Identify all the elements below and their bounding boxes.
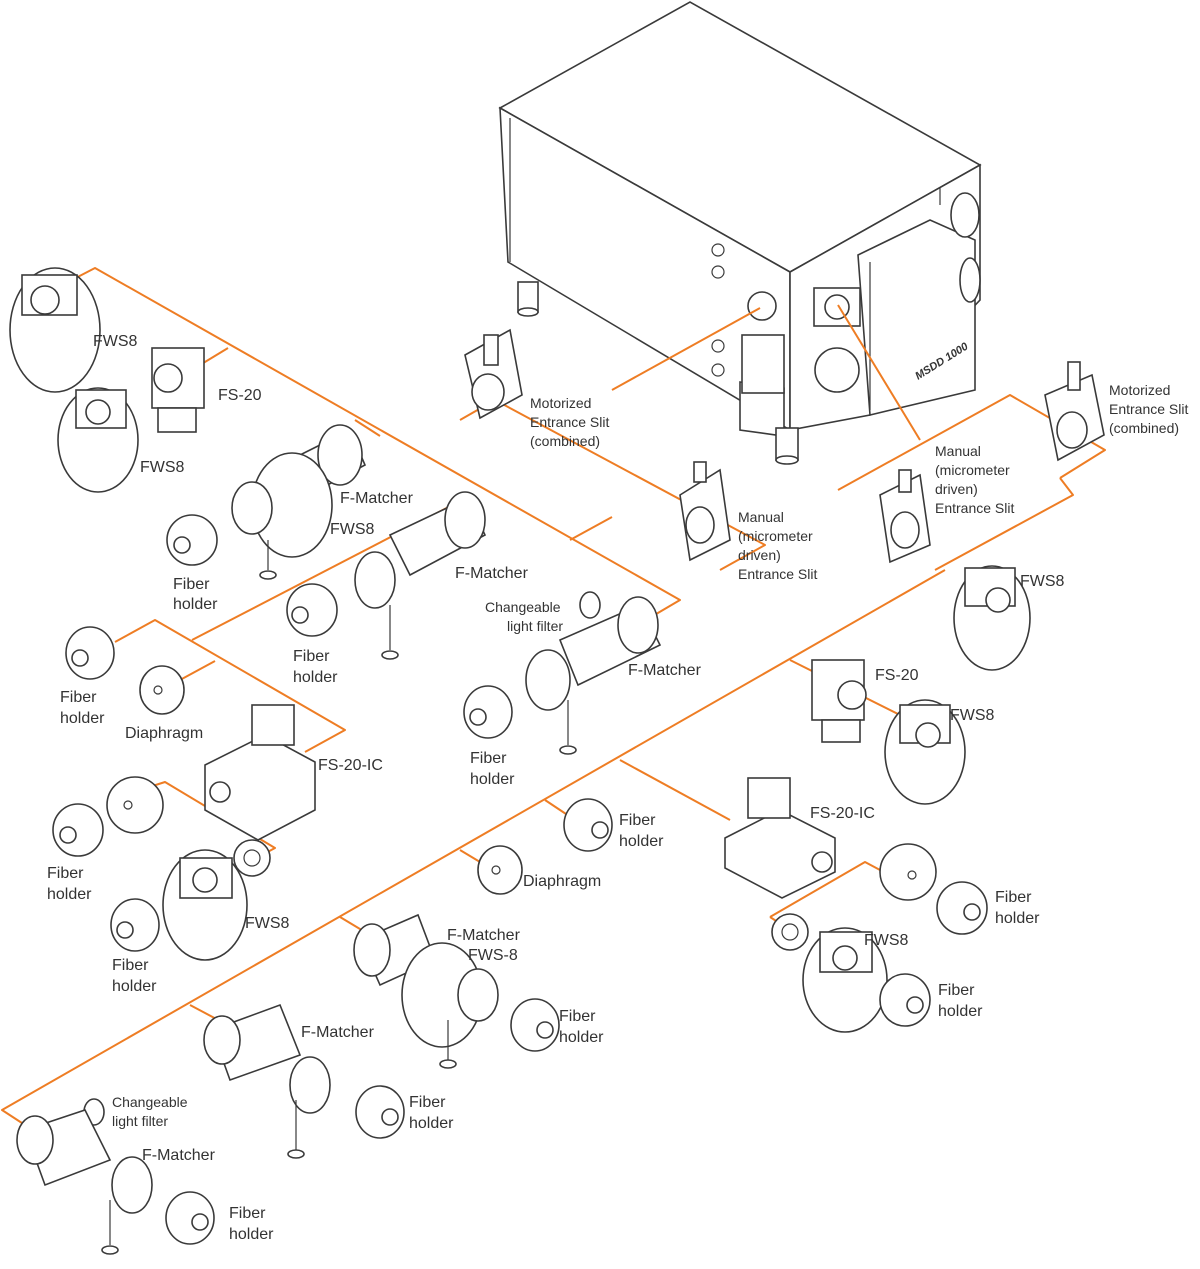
label-fws8: FWS8 bbox=[245, 915, 290, 932]
fiber-shutter-icon bbox=[151, 347, 205, 433]
label-fws8: FWS8 bbox=[950, 707, 995, 724]
diaphragm-icon bbox=[139, 665, 185, 715]
motorized-slit-icon bbox=[464, 328, 523, 420]
label-f-matcher: F-Matcher bbox=[142, 1147, 216, 1164]
label-fs-20: FS-20 bbox=[218, 387, 262, 404]
filter-wheel-icon bbox=[9, 267, 101, 393]
fiber-holder-icon bbox=[165, 1191, 215, 1245]
fiber-shutter-ic-icon bbox=[724, 777, 836, 899]
label-fs-20-ic: FS-20-IC bbox=[318, 757, 383, 774]
f-matcher-icon bbox=[354, 491, 487, 660]
spectrometer-icon: MSDD 1000 bbox=[498, 1, 982, 465]
fiber-holder-icon bbox=[936, 881, 988, 935]
label-fs-20: FS-20 bbox=[875, 667, 919, 684]
f-matcher-icon bbox=[16, 1109, 153, 1255]
label-diaphragm: Diaphragm bbox=[523, 873, 601, 890]
label-f-matcher: F-Matcher bbox=[301, 1024, 375, 1041]
fiber-holder-icon bbox=[510, 998, 560, 1052]
fiber-holder-icon bbox=[166, 514, 218, 566]
motorized-slit-icon bbox=[1044, 361, 1105, 462]
fiber-holder-icon bbox=[110, 898, 160, 952]
fiber-holder-icon bbox=[52, 803, 104, 857]
label-fws8: FWS8 bbox=[864, 932, 909, 949]
label-fws8: FWS8 bbox=[140, 459, 185, 476]
fiber-shutter-icon bbox=[811, 659, 867, 743]
label-fws8: FWS8 bbox=[330, 521, 375, 538]
diaphragm-icon bbox=[771, 913, 809, 951]
fiber-holder-icon bbox=[286, 583, 338, 637]
filter-wheel-icon bbox=[953, 565, 1031, 671]
label-f-matcher: F-Matcher bbox=[455, 565, 529, 582]
fiber-holder-icon bbox=[563, 798, 613, 852]
label-f-matcher: F-Matcher bbox=[340, 490, 414, 507]
f-matcher-icon bbox=[525, 596, 662, 755]
f-matcher-icon bbox=[353, 913, 499, 1069]
filter-wheel-icon bbox=[802, 927, 888, 1033]
label-fws8: FWS8 bbox=[93, 333, 138, 350]
manual-slit-icon bbox=[679, 461, 731, 562]
diaphragm-icon bbox=[477, 845, 523, 895]
label-f-matcher: F-Matcher bbox=[628, 662, 702, 679]
fiber-holder-icon bbox=[65, 626, 115, 680]
fiber-holder-icon bbox=[463, 685, 513, 739]
fiber-holder-icon bbox=[879, 973, 931, 1027]
fiber-holder-icon bbox=[355, 1085, 405, 1139]
f-matcher-icon bbox=[231, 424, 367, 580]
f-matcher-icon bbox=[203, 1003, 331, 1159]
label-diaphragm: Diaphragm bbox=[125, 725, 203, 742]
diaphragm-icon bbox=[233, 839, 271, 877]
filter-wheel-icon bbox=[57, 387, 139, 493]
fiber-shutter-ic-icon bbox=[204, 704, 316, 841]
filter-wheel-icon bbox=[162, 849, 248, 961]
label-fws8: FWS8 bbox=[1020, 573, 1065, 590]
manual-slit-icon bbox=[879, 469, 931, 564]
light-filter-icon bbox=[579, 591, 601, 619]
adapter-icon bbox=[879, 843, 937, 901]
label-fs-20-ic: FS-20-IC bbox=[810, 805, 875, 822]
adapter-icon bbox=[106, 776, 164, 834]
filter-wheel-icon bbox=[884, 699, 966, 805]
